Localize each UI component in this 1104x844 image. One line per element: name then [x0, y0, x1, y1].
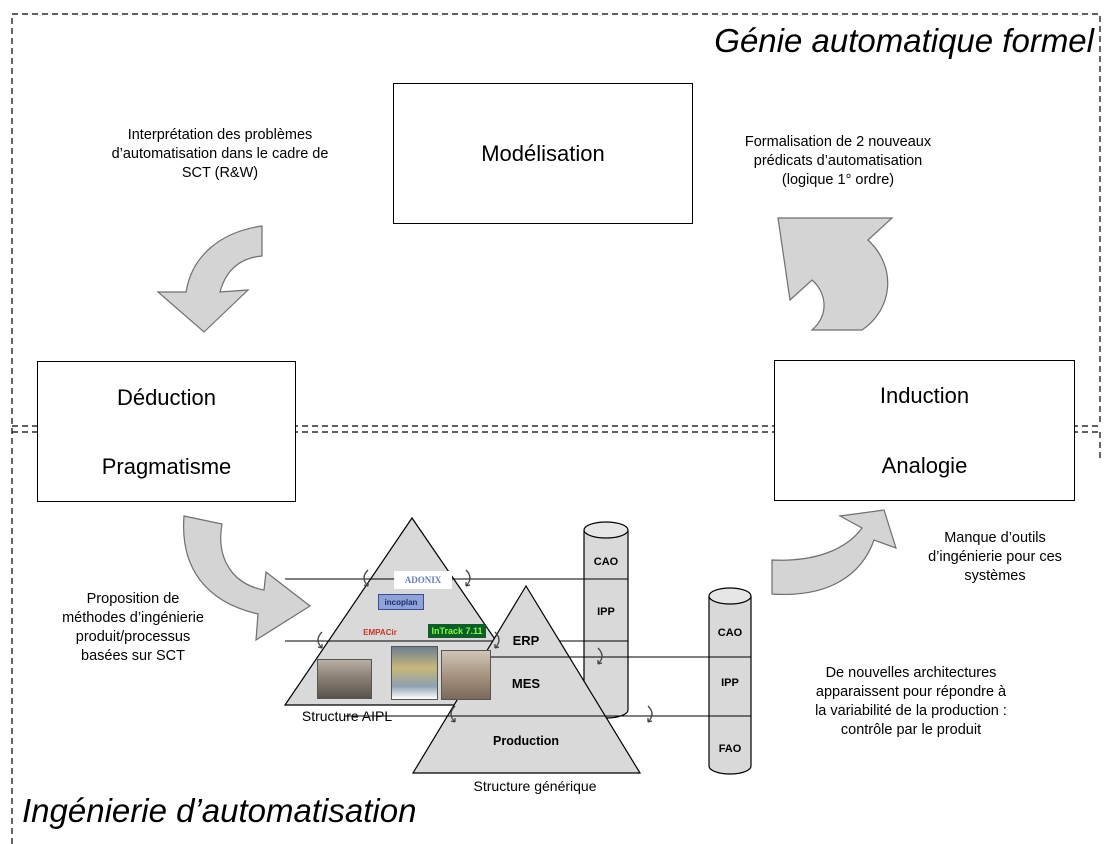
- curved-arrow-bottom-right: [771, 509, 897, 596]
- adonix-logo: ADONIX: [394, 571, 452, 589]
- note-interpretation: Interprétation des problèmes d’automatis…: [111, 127, 329, 181]
- note-proposition: Proposition de méthodes d’ingénierie pro…: [62, 591, 204, 664]
- generic-level-erp: ERP: [512, 633, 540, 648]
- curved-arrow-top-right: [777, 217, 894, 331]
- curved-arrow-bottom-left: [183, 515, 312, 642]
- engineering-region-title: Ingénierie d’automatisation: [22, 792, 417, 829]
- incoplan-logo: incoplan: [378, 594, 424, 610]
- generic-caption: Structure générique: [473, 778, 597, 794]
- aipl-cylinder-cao: CAO: [593, 556, 619, 568]
- note-nouvelles-architectures: De nouvelles architectures apparaissent …: [815, 665, 1007, 738]
- generic-layer-lines: [440, 656, 751, 717]
- generic-cylinder: [708, 587, 752, 775]
- generic-level-mes: MES: [511, 676, 541, 691]
- aipl-caption: Structure AIPL: [301, 708, 393, 724]
- aipl-layer-lines: [285, 578, 628, 717]
- aipl-cylinder: [583, 521, 629, 719]
- analogie-box: Analogie: [774, 431, 1075, 501]
- generic-cylinder-cao: CAO: [717, 627, 743, 639]
- formal-region-title: Génie automatique formel: [714, 22, 1094, 59]
- aipl-cylinder-ipp: IPP: [597, 606, 615, 618]
- induction-box: Induction: [774, 360, 1075, 431]
- intrack-logo: InTrack 7.11: [428, 624, 486, 638]
- modelisation-box: Modélisation: [393, 83, 693, 224]
- note-manque: Manque d’outils d’ingénierie pour ces sy…: [928, 530, 1062, 584]
- pragmatisme-box: Pragmatisme: [37, 433, 296, 502]
- curved-arrow-top-left: [156, 225, 263, 333]
- generic-cylinder-fao: FAO: [718, 743, 742, 755]
- note-formalisation: Formalisation de 2 nouveaux prédicats d’…: [744, 134, 932, 188]
- generic-cylinder-ipp: IPP: [721, 677, 739, 689]
- deduction-box: Déduction: [37, 361, 296, 433]
- generic-level-production: Production: [493, 734, 559, 748]
- production-photo-1: [317, 659, 372, 699]
- empacir-logo: EMPACir: [363, 627, 397, 637]
- link-arrow-icons: [317, 569, 653, 723]
- production-photo-2: [391, 646, 438, 700]
- production-photo-3: [441, 650, 491, 700]
